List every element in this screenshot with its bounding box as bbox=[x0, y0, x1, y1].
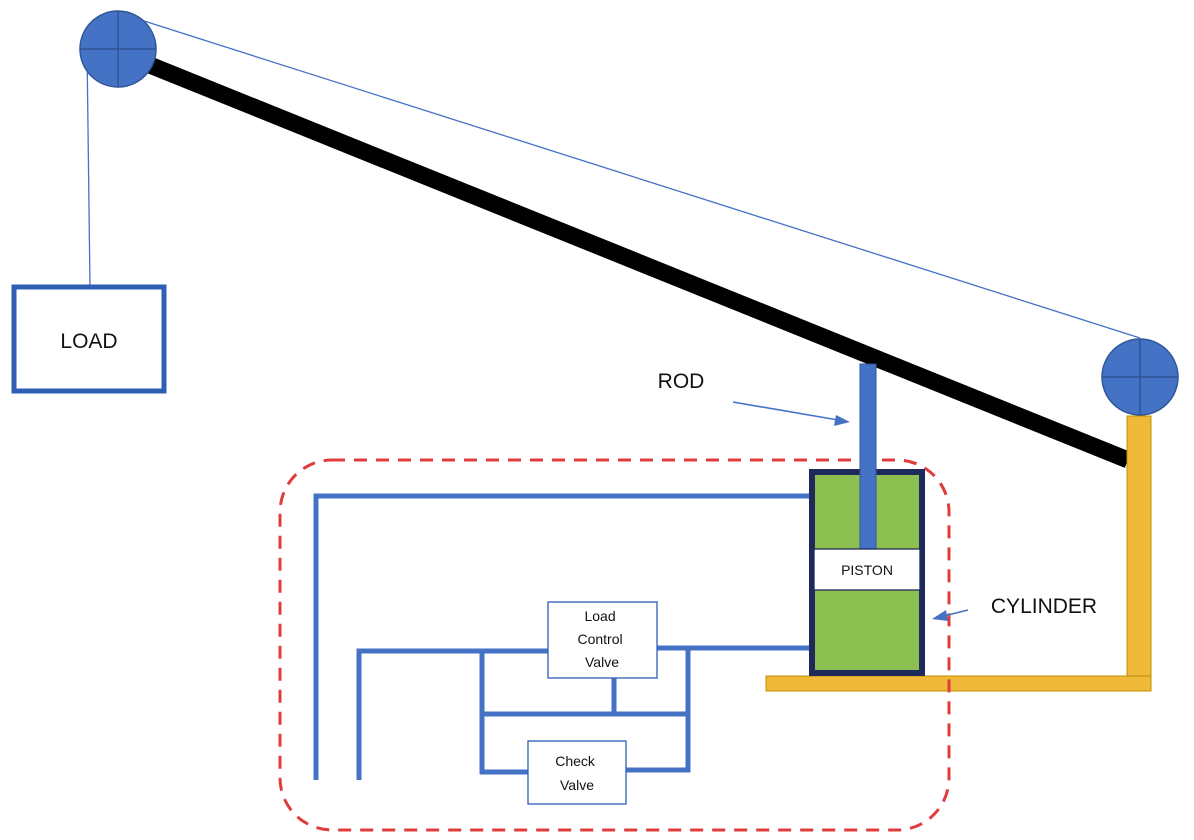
top-cable bbox=[121, 13, 1141, 339]
load-cable bbox=[86, 47, 91, 289]
lower-hydraulic-line bbox=[356, 648, 549, 780]
cylinder-label: CYLINDER bbox=[991, 595, 1097, 618]
cylinder-pointer-arrow bbox=[932, 609, 969, 621]
hydraulic-lines bbox=[313, 493, 812, 780]
boom-arm bbox=[121, 47, 1132, 468]
load-label: LOAD bbox=[60, 330, 117, 353]
load-control-valve-line-3: Valve bbox=[585, 654, 619, 670]
load-control-valve-line-2: Control bbox=[577, 631, 622, 647]
rod-label: ROD bbox=[658, 370, 705, 393]
piston-rod bbox=[859, 363, 877, 551]
check-valve-line-2: Valve bbox=[560, 777, 594, 793]
hydraulic-circuit-boundary bbox=[278, 458, 951, 832]
check-valve-label: Check Valve bbox=[555, 753, 599, 793]
load-box bbox=[11, 284, 167, 394]
frame-base-plate bbox=[765, 675, 1152, 692]
piston-label: PISTON bbox=[841, 562, 893, 578]
load-control-valve-line-1: Load bbox=[584, 608, 615, 624]
frame-vertical-post bbox=[1126, 415, 1152, 679]
check-valve-line-1: Check bbox=[555, 753, 596, 769]
load-control-valve-box bbox=[547, 601, 658, 679]
right-pulley bbox=[1101, 338, 1179, 416]
load-control-valve-label: Load Control Valve bbox=[577, 608, 626, 670]
piston-box bbox=[813, 548, 921, 591]
check-valve-box bbox=[527, 740, 627, 805]
rod-pointer-arrow bbox=[732, 401, 850, 426]
top-pulley bbox=[79, 10, 157, 88]
top-hydraulic-line bbox=[313, 493, 812, 780]
